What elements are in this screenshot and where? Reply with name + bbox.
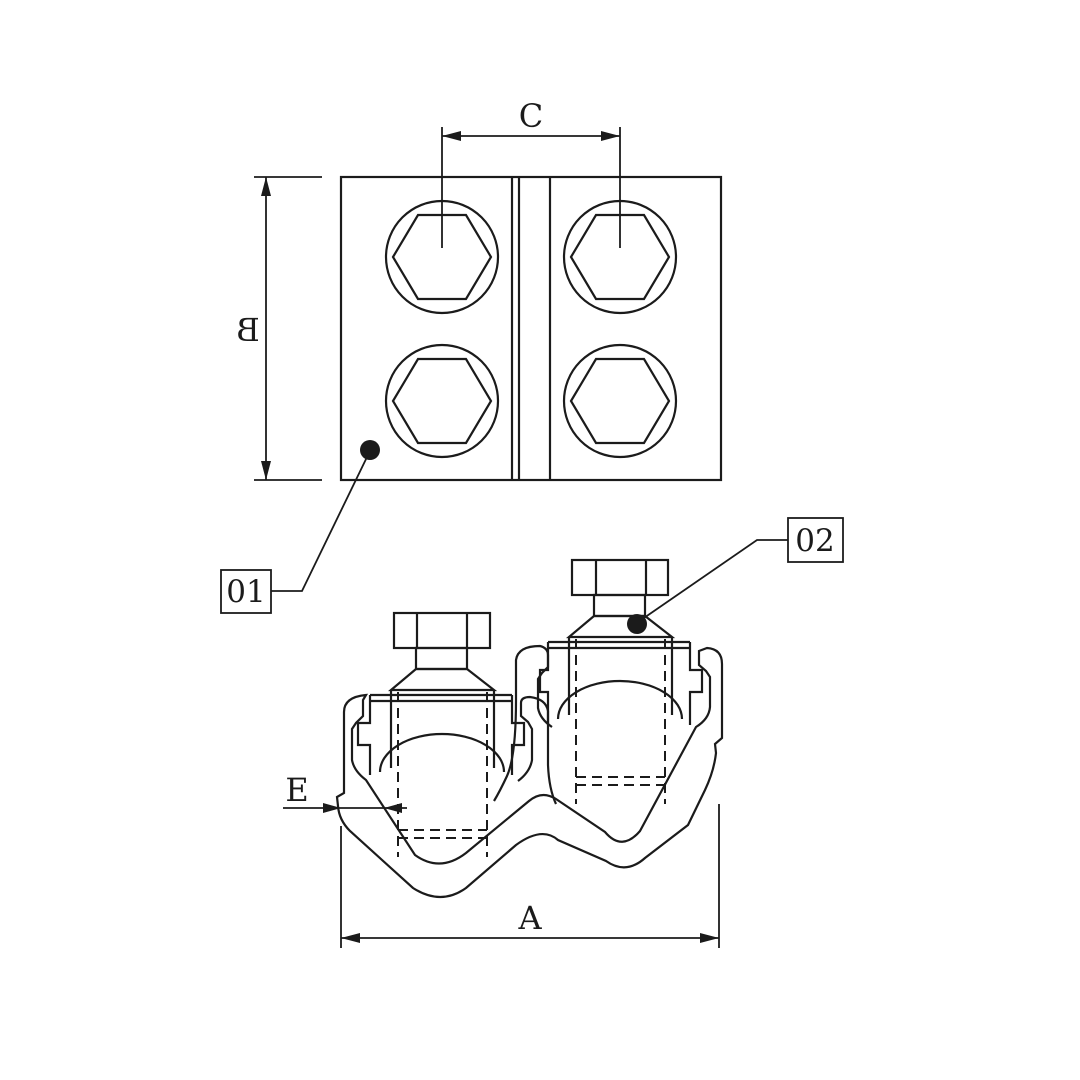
bolt-bottom-right bbox=[562, 343, 678, 459]
keeper-side-tab bbox=[510, 695, 526, 775]
hex-head-front bbox=[570, 558, 670, 597]
leader-line bbox=[640, 539, 788, 621]
keeper-side-tab bbox=[688, 642, 704, 725]
bolt-flange bbox=[387, 667, 498, 692]
hex-head bbox=[391, 213, 493, 301]
clamp-body-outline-top bbox=[339, 175, 723, 482]
groove-dome bbox=[556, 679, 684, 720]
hex-head bbox=[569, 357, 671, 445]
bolt-circle bbox=[384, 343, 500, 459]
dim-e-label: E bbox=[285, 771, 308, 809]
balloon-02: 02 bbox=[627, 517, 844, 634]
center-hook-right-groove bbox=[493, 644, 553, 802]
dim-a-label: A bbox=[517, 899, 542, 937]
clamp-body-profile bbox=[335, 646, 724, 899]
arrowhead-left bbox=[442, 131, 461, 141]
right-bolt bbox=[565, 558, 676, 804]
center-hook-left-groove bbox=[517, 695, 557, 805]
dimension-e: E bbox=[283, 771, 407, 813]
balloon-box bbox=[220, 569, 272, 614]
dim-b-label: B bbox=[236, 311, 260, 349]
arrowhead-right bbox=[601, 131, 620, 141]
arrowhead-left-pointing bbox=[384, 803, 402, 813]
right-keeper bbox=[538, 640, 704, 725]
balloon-01-label: 01 bbox=[226, 574, 265, 610]
bolt-neck bbox=[414, 646, 469, 671]
arrowhead-right-pointing bbox=[323, 803, 341, 813]
keeper-side-tab bbox=[538, 642, 550, 725]
dim-c-label: C bbox=[519, 97, 543, 135]
bolt-neck bbox=[592, 593, 647, 618]
arrowhead-bottom bbox=[261, 461, 271, 480]
balloon-02-label: 02 bbox=[795, 523, 834, 559]
bolt-circle bbox=[562, 343, 678, 459]
hex-head bbox=[391, 357, 493, 445]
left-keeper bbox=[356, 693, 526, 775]
groove-dome bbox=[378, 732, 506, 773]
section-view: E A bbox=[283, 558, 724, 948]
bolt-bottom-left bbox=[384, 343, 500, 459]
dimension-a: A bbox=[340, 804, 720, 948]
hex-head-front bbox=[392, 611, 492, 650]
hex-head bbox=[569, 213, 671, 301]
keeper-side-tab bbox=[356, 695, 372, 775]
arrowhead-right bbox=[700, 933, 719, 943]
bolt-flange bbox=[565, 614, 676, 639]
arrowhead-left bbox=[341, 933, 360, 943]
leader-line bbox=[271, 454, 369, 592]
dimension-b: B bbox=[236, 176, 322, 481]
leader-dot bbox=[360, 440, 380, 460]
balloon-box bbox=[787, 517, 844, 563]
arrowhead-top bbox=[261, 177, 271, 196]
dimension-c: C bbox=[441, 97, 621, 248]
top-view bbox=[339, 175, 723, 482]
balloon-01: 01 bbox=[220, 440, 380, 614]
